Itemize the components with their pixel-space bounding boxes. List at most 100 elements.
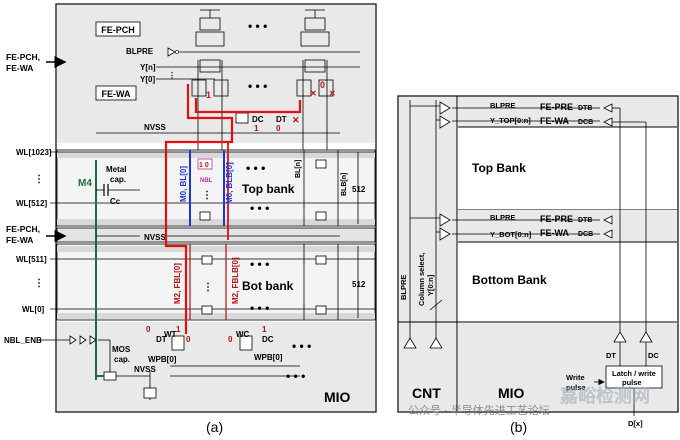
yn-label: Y[n] bbox=[140, 63, 156, 72]
fe-wa-bot-b: FE-WA bbox=[540, 228, 569, 238]
write-drivers bbox=[170, 335, 300, 377]
fe-pch-input-top-2: FE-WA bbox=[6, 63, 33, 73]
top-bank-region bbox=[56, 149, 376, 227]
precharge-ellipsis: • • • bbox=[248, 19, 267, 33]
fe-pch-input-mid-1: FE-PCH, bbox=[6, 224, 40, 234]
fe-pch-input-mid-2: FE-WA bbox=[6, 235, 33, 245]
y0-label: Y[0] bbox=[140, 75, 155, 84]
nvss-mid-label: NVSS bbox=[144, 233, 166, 242]
bottom-bank-label-b: Bottom Bank bbox=[472, 273, 547, 287]
watermark-line1: 公众号 · 半导体先进工艺论坛 bbox=[408, 403, 550, 417]
bot-bank-label: Bot bank bbox=[242, 279, 294, 293]
dtb-top-b: DTB bbox=[578, 105, 592, 112]
top-bank-label: Top bank bbox=[242, 182, 295, 196]
fe-wa-top-b: FE-WA bbox=[540, 116, 569, 126]
wl0-label: WL[0] bbox=[22, 305, 45, 314]
nvss-bot-label: NVSS bbox=[134, 365, 156, 374]
panel-a: FE-PCH FE-WA BLPRE Y[n] Y[0] ⋮ bbox=[4, 3, 377, 435]
dcb-top-b: DCB bbox=[578, 119, 593, 126]
panel-b: Top Bank Bottom Bank BLPRE Y_TOP[0:n] FE… bbox=[397, 95, 679, 435]
fe-pch-label: FE-PCH bbox=[101, 25, 135, 35]
dtb-bot-b: DTB bbox=[578, 217, 592, 224]
crossed-icon-b: ✕ bbox=[329, 89, 336, 98]
fe-wa-label: FE-WA bbox=[102, 89, 131, 99]
wl512-label: WL[512] bbox=[16, 199, 47, 208]
watermark-line2: 嘉峪检测网 bbox=[559, 385, 650, 406]
top-bank-ellipsis-2: • • • bbox=[250, 201, 269, 215]
wl-dots-top: ⋮ bbox=[34, 174, 44, 185]
cnt-column bbox=[399, 97, 457, 411]
m4-label: M4 bbox=[78, 178, 92, 189]
dt-bot-label: DT bbox=[156, 335, 167, 344]
precharge-column-n bbox=[296, 9, 334, 150]
bot-driver-strip bbox=[458, 210, 677, 242]
dt-label: DT bbox=[276, 115, 287, 124]
dt-bot-zero: 0 bbox=[146, 325, 151, 334]
m2-fblb0-label: M2, FBLB[0] bbox=[231, 257, 240, 304]
blpre-label: BLPRE bbox=[126, 47, 154, 56]
blpre-top-b: BLPRE bbox=[490, 101, 515, 110]
fe-wa-zero: 0 bbox=[320, 80, 325, 90]
fe-wa-one: 1 bbox=[206, 90, 211, 100]
dt-b: DT bbox=[606, 351, 616, 360]
nbl-enb-label: NBL_ENB bbox=[4, 336, 42, 345]
caption-b: (b) bbox=[510, 419, 527, 435]
nbl-driver bbox=[69, 335, 157, 400]
write-pulse-1-b: Write bbox=[566, 373, 585, 382]
fe-pre-bot-b: FE-PRE bbox=[540, 214, 573, 224]
blb-n-label: BLB[n] bbox=[341, 173, 348, 196]
dt-crossed-icon: ✕ bbox=[292, 115, 300, 125]
col-sel-2-b: Y[0:n] bbox=[426, 274, 435, 296]
write-pulse-2-b: pulse bbox=[566, 383, 586, 392]
wt-zero: 0 bbox=[186, 335, 191, 344]
top-bank-label-b: Top Bank bbox=[472, 161, 526, 175]
latch-1-b: Latch / write bbox=[612, 369, 656, 378]
bot-bank-ellipsis-1: • • • bbox=[250, 257, 269, 271]
wpb0-right-label: WPB[0] bbox=[254, 353, 283, 362]
wl-dots-bot: ⋮ bbox=[34, 278, 44, 289]
mio-label-b: MIO bbox=[498, 385, 525, 401]
fe-pre-top-b: FE-PRE bbox=[540, 102, 573, 112]
mio-label-a: MIO bbox=[324, 389, 351, 405]
cell-one-zero: 1 0 bbox=[199, 162, 209, 169]
top-col-dots: ⋮ bbox=[202, 190, 212, 201]
mid-driver-strip bbox=[56, 227, 376, 243]
wc-one: 1 bbox=[262, 325, 267, 334]
size-top-label: 512 bbox=[352, 185, 366, 194]
caption-a: (a) bbox=[206, 419, 223, 435]
precharge-column-0 bbox=[191, 9, 229, 150]
blpre-vert-b: BLPRE bbox=[399, 275, 408, 300]
m0-bl0-label: M0, BL[0] bbox=[179, 166, 188, 202]
mio-ellipsis-2: • • • bbox=[286, 369, 305, 383]
wt-one: 1 bbox=[176, 325, 181, 334]
y-top-b: Y_TOP[0:n] bbox=[490, 116, 531, 125]
wt-label: WT bbox=[164, 330, 177, 339]
bot-bank-ellipsis-2: • • • bbox=[250, 301, 269, 315]
top-bank-ellipsis-1: • • • bbox=[246, 161, 265, 175]
red-write-path-top bbox=[194, 98, 302, 114]
latch-2-b: pulse bbox=[622, 378, 642, 387]
crossed-icon-a: ✕ bbox=[310, 89, 317, 98]
mio-ellipsis-1: • • • bbox=[292, 339, 311, 353]
blpre-buffer-icon bbox=[167, 47, 176, 57]
y-dots: ⋮ bbox=[168, 71, 176, 80]
dc-bot-label: DC bbox=[262, 335, 274, 344]
dx-b: D[x] bbox=[628, 419, 643, 428]
mos-cap-2: cap. bbox=[114, 355, 130, 364]
metal-cap-2: cap. bbox=[110, 175, 126, 184]
wpb0-left-label: WPB[0] bbox=[148, 355, 177, 364]
cc-label: Cc bbox=[110, 197, 121, 206]
nbl-label: NBL bbox=[200, 178, 213, 184]
m2-fbl0-label: M2, FBL[0] bbox=[173, 263, 182, 304]
top-bank-cells bbox=[199, 150, 339, 226]
col-sel-1-b: Column select, bbox=[417, 253, 426, 306]
fe-pch-input-top-1: FE-PCH, bbox=[6, 52, 40, 62]
wl511-label: WL[511] bbox=[16, 255, 47, 264]
blpre-bot-b: BLPRE bbox=[490, 213, 515, 222]
mos-cap-1: MOS bbox=[112, 345, 131, 354]
metal-cap-1: Metal bbox=[106, 165, 126, 174]
dcb-bot-b: DCB bbox=[578, 231, 593, 238]
wc-label: WC bbox=[236, 330, 250, 339]
wa-ellipsis: • • • bbox=[248, 79, 267, 93]
